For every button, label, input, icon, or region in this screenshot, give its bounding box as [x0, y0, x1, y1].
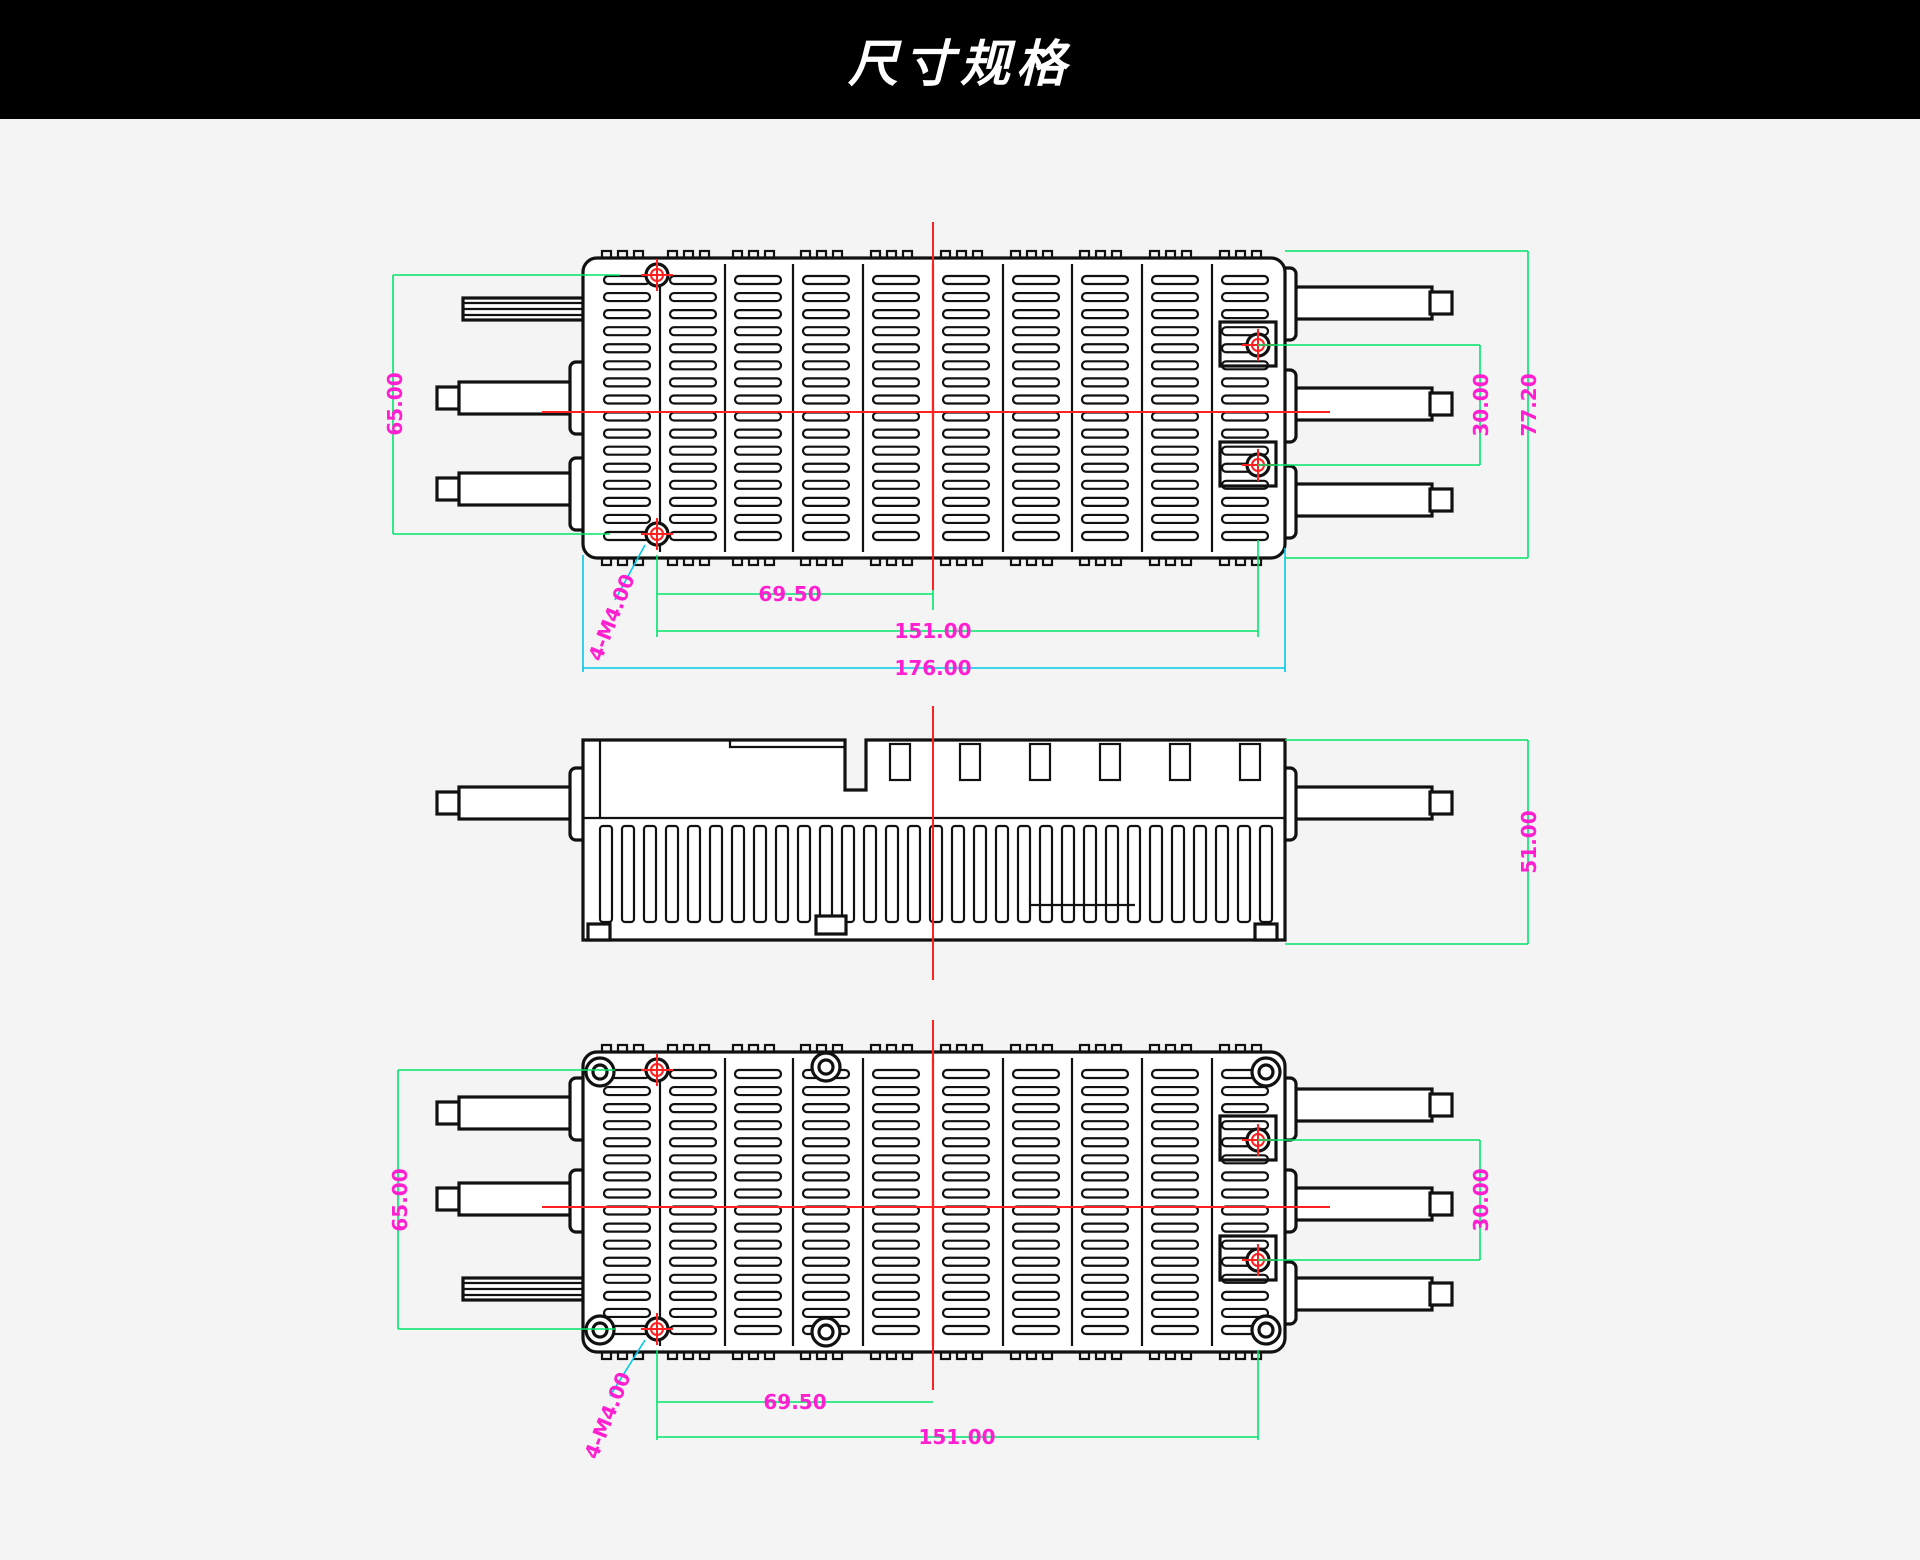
side-view-heatsink-fins [598, 742, 1274, 924]
motor-wire [1278, 1276, 1434, 1312]
dim-top-hole-spacing-right: 30.00 [1469, 373, 1493, 436]
dim-top-to-center: 69.50 [758, 582, 821, 606]
wire-tip [435, 790, 461, 816]
motor-wire [1278, 1186, 1434, 1222]
terminal-pad [1218, 440, 1278, 488]
centerlines [542, 222, 1330, 1390]
power-wire [457, 785, 581, 821]
top-view-heatsink-fins [600, 249, 1270, 567]
terminal-pad [1218, 1114, 1278, 1162]
wire-tip [1428, 1092, 1454, 1118]
power-wire [457, 1181, 581, 1217]
dimension-lines-side [1285, 739, 1529, 945]
wire-tip [1428, 790, 1454, 816]
mount-foot [814, 914, 848, 936]
dim-top-height-left: 65.00 [383, 372, 407, 435]
bottom-view [435, 1043, 1454, 1361]
power-wire [457, 1095, 581, 1131]
wire-tip [1428, 1281, 1454, 1307]
dim-bottom-hole-spacing-right: 30.00 [1469, 1168, 1493, 1231]
terminal-pad [1218, 1234, 1278, 1282]
dim-top-hole-note: 4-M4.00 [583, 570, 640, 664]
wire-tip [435, 1100, 461, 1126]
wire-tip [1428, 1191, 1454, 1217]
dim-side-thickness: 51.00 [1517, 810, 1541, 873]
dim-bottom-to-center: 69.50 [763, 1390, 826, 1414]
motor-wire [1278, 785, 1434, 821]
motor-wire [1278, 1087, 1434, 1123]
bottom-view-heatsink-fins [600, 1043, 1270, 1361]
wire-tip [1428, 391, 1454, 417]
side-view [435, 738, 1454, 942]
dimension-lines-top [392, 250, 1529, 672]
page-header: 尺寸规格 [0, 0, 1920, 119]
screw-bosses [584, 1051, 1282, 1348]
wire-tip [435, 476, 461, 502]
top-view-wires [435, 285, 1454, 518]
page-title: 尺寸规格 [848, 34, 1072, 93]
motor-wire [1278, 285, 1434, 321]
dim-top-overall-height: 77.20 [1517, 373, 1541, 436]
motor-wire [1278, 482, 1434, 518]
wire-tip [1428, 290, 1454, 316]
dim-top-hole-spacing: 151.00 [894, 619, 971, 643]
terminal-pad [1218, 320, 1278, 368]
power-wire [457, 380, 581, 416]
wire-tip [435, 1186, 461, 1212]
dimension-lines-bottom [397, 1069, 1481, 1440]
dim-bottom-height-left: 65.00 [388, 1168, 412, 1231]
motor-wire [1278, 386, 1434, 422]
dim-bottom-hole-note: 4-M4.00 [579, 1368, 636, 1462]
mount-foot [586, 922, 612, 942]
mount-foot [1253, 922, 1279, 942]
wire-tip [435, 385, 461, 411]
dim-bottom-hole-spacing: 151.00 [918, 1425, 995, 1449]
top-view [435, 249, 1454, 567]
wire-tip [1428, 487, 1454, 513]
dim-top-overall-length: 176.00 [894, 656, 971, 680]
power-wire [457, 471, 581, 507]
